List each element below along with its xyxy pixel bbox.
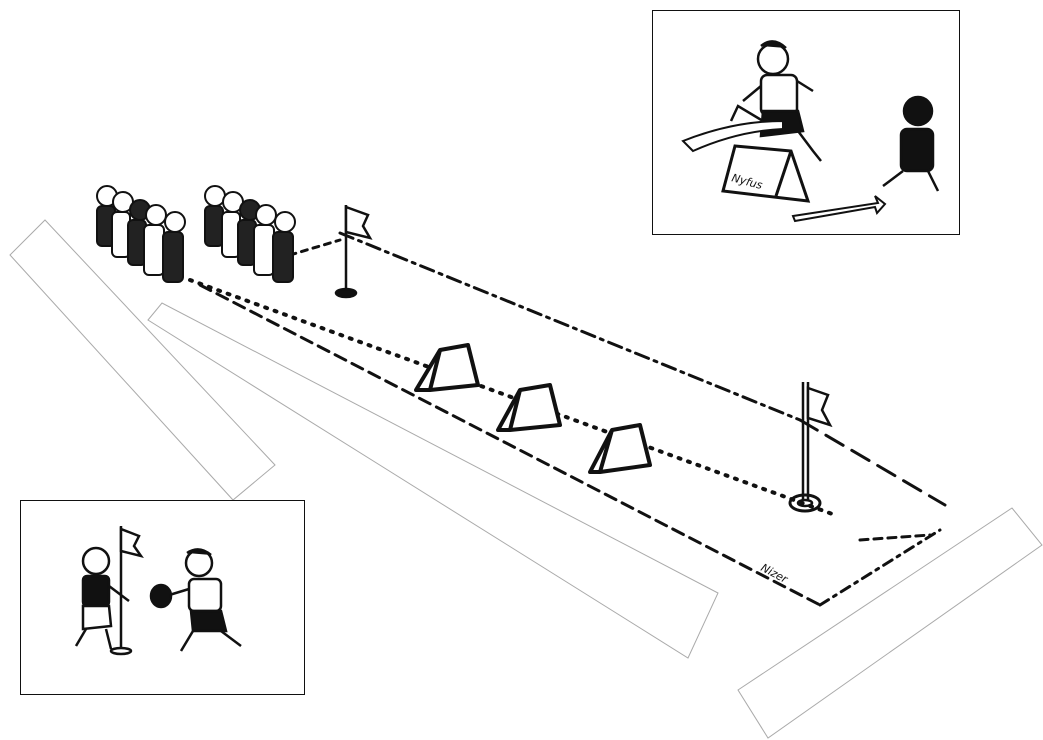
label-panel-right [737,507,1043,739]
track-line-end [818,528,942,607]
track-line-top [338,231,802,422]
inset-flag-post [109,526,144,656]
jumping-runner [729,40,822,162]
track-lines [188,231,947,607]
finish-flag-pole [788,382,833,513]
track-line-start [288,238,342,257]
run-arrow [791,195,887,223]
track-line-right-short [858,533,932,542]
hurdle-1 [414,343,480,392]
track-line-middle [188,278,837,517]
jump-arrow [681,119,784,153]
running-runner-with-disc [149,548,242,652]
team-queue-left [96,185,186,283]
inset-flag-post [20,500,305,695]
track-line-top-extension [798,418,947,507]
waiting-runner [882,95,940,192]
hurdle-3 [588,423,652,474]
label-panel-left [9,219,276,501]
start-flag-pole [334,205,373,299]
track-line-bottom [198,283,822,607]
waiting-runner-at-post [74,546,130,650]
label-panel-middle [147,302,719,659]
inset-hurdle-jump: Nyfus [652,10,960,235]
team-queue-right [204,185,296,283]
hurdle-2 [496,383,562,432]
inset-hurdle: Nyfus [721,144,811,203]
